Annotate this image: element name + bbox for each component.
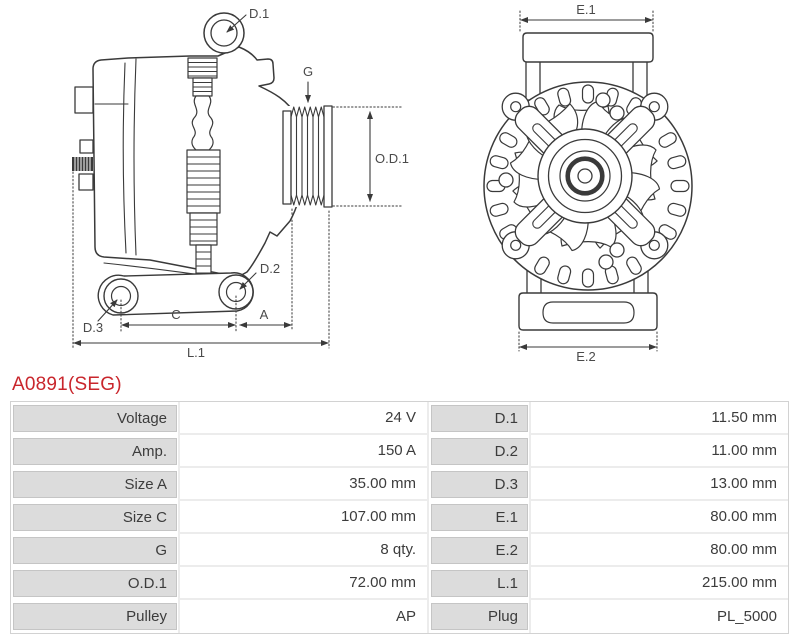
spec-value: 80.00 mm <box>531 534 788 567</box>
spec-value: 11.50 mm <box>531 402 788 435</box>
vent-holes <box>498 92 625 270</box>
dim-label-od1: O.D.1 <box>375 151 409 166</box>
spec-label: Voltage <box>13 405 177 432</box>
spec-label: G <box>13 537 177 564</box>
spec-label: D.1 <box>431 405 528 432</box>
spec-value: 11.00 mm <box>531 435 788 468</box>
table-row: Amp. 150 A D.2 11.00 mm <box>11 435 788 468</box>
bottom-mount-lugs <box>97 272 254 316</box>
spec-value: 72.00 mm <box>180 567 429 600</box>
spec-value: 35.00 mm <box>180 468 429 501</box>
spec-label: Amp. <box>13 438 177 465</box>
spec-value: PL_5000 <box>531 600 788 633</box>
table-row: Size C 107.00 mm E.1 80.00 mm <box>11 501 788 534</box>
table-row: Pulley AP Plug PL_5000 <box>11 600 788 633</box>
spec-value: 80.00 mm <box>531 501 788 534</box>
spec-label: D.3 <box>431 471 528 498</box>
table-row: Voltage 24 V D.1 11.50 mm <box>11 402 788 435</box>
shaft-hub <box>537 128 633 224</box>
spec-table-body: Voltage 24 V D.1 11.50 mm Amp. 150 A D.2… <box>11 402 788 633</box>
dim-label-c: C <box>171 307 180 322</box>
table-row: Size A 35.00 mm D.3 13.00 mm <box>11 468 788 501</box>
spec-label: O.D.1 <box>13 570 177 597</box>
spec-value: 24 V <box>180 402 429 435</box>
spec-value: 13.00 mm <box>531 468 788 501</box>
dim-label-d1: D.1 <box>249 6 269 21</box>
spec-label: Size A <box>13 471 177 498</box>
dim-label-l1: L.1 <box>187 345 205 360</box>
spec-label: D.2 <box>431 438 528 465</box>
knurled-terminal <box>72 156 93 172</box>
dim-label-e2: E.2 <box>576 349 596 362</box>
side-view-dimensions: D.1 G O.D.1 D.2 D.3 C A L.1 <box>72 6 409 360</box>
top-mount-ear <box>203 12 245 54</box>
dim-label-d3: D.3 <box>83 320 103 335</box>
spec-label: Plug <box>431 603 528 630</box>
spec-label: Pulley <box>13 603 177 630</box>
spec-value: AP <box>180 600 429 633</box>
spec-table: Voltage 24 V D.1 11.50 mm Amp. 150 A D.2… <box>10 401 789 634</box>
dim-label-g: G <box>303 64 313 79</box>
pulley <box>282 105 333 208</box>
spec-value: 8 qty. <box>180 534 429 567</box>
front-view-diagram: E.1 E.2 <box>483 2 693 364</box>
table-row: G 8 qty. E.2 80.00 mm <box>11 534 788 567</box>
alternator-technical-drawing: D.1 G O.D.1 D.2 D.3 C A L.1 <box>72 2 693 364</box>
spec-label: E.2 <box>431 537 528 564</box>
front-view-dimensions: E.1 E.2 <box>518 2 658 364</box>
spec-label: Size C <box>13 504 177 531</box>
spec-label: E.1 <box>431 504 528 531</box>
dim-label-d2: D.2 <box>260 261 280 276</box>
side-view-diagram: D.1 G O.D.1 D.2 D.3 C A L.1 <box>72 6 409 360</box>
dim-label-a: A <box>260 307 269 322</box>
table-row: O.D.1 72.00 mm L.1 215.00 mm <box>11 567 788 600</box>
spec-value: 150 A <box>180 435 429 468</box>
spec-label: L.1 <box>431 570 528 597</box>
spec-value: 215.00 mm <box>531 567 788 600</box>
top-bracket <box>522 32 654 63</box>
spec-value: 107.00 mm <box>180 501 429 534</box>
part-number-title: A0891(SEG) <box>12 374 122 395</box>
bottom-bracket <box>518 292 658 331</box>
dim-label-e1: E.1 <box>576 2 596 17</box>
